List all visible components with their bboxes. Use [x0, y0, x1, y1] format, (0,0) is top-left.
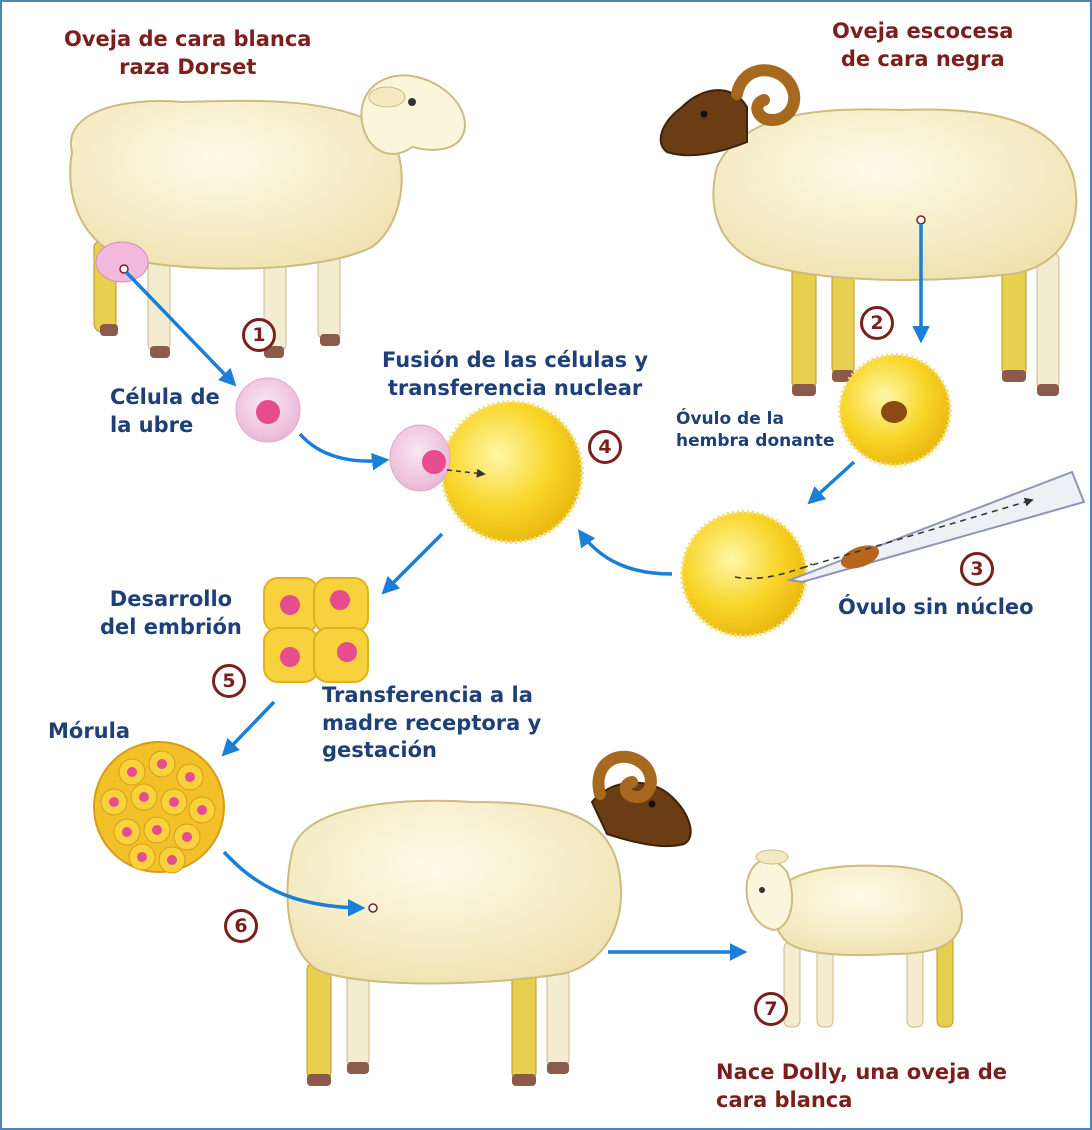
label-dorset-sheep: Oveja de cara blanca raza Dorset	[64, 26, 311, 81]
arrow-enucleated-to-fusion	[580, 532, 672, 574]
donor-egg-illustration	[840, 355, 950, 465]
label-donor-egg: Óvulo de la hembra donante	[676, 408, 834, 453]
dorset-sheep-illustration	[70, 75, 465, 358]
label-transfer-gestation: Transferencia a la madre receptora y ges…	[322, 682, 541, 765]
label-scottish-sheep: Oveja escocesa de cara negra	[832, 18, 1013, 73]
scottish-blackface-sheep-illustration	[661, 70, 1077, 396]
step-2-badge: 2	[860, 306, 894, 340]
step-5-badge: 5	[212, 664, 246, 698]
label-cell-fusion: Fusión de las células y transferencia nu…	[382, 347, 648, 402]
fused-egg-illustration	[390, 402, 582, 542]
step-3-badge: 3	[960, 552, 994, 586]
label-embryo-development: Desarrollo del embrión	[100, 586, 242, 641]
arrow-donor-egg-to-enucleation	[810, 462, 854, 502]
enucleated-egg-illustration	[682, 512, 806, 636]
label-enucleated-egg: Óvulo sin núcleo	[838, 594, 1034, 622]
udder-cell-illustration	[236, 378, 300, 442]
step-1-badge: 1	[242, 318, 276, 352]
arrow-embryo-to-morula	[224, 702, 274, 754]
arrow-cell-to-fusion	[300, 434, 386, 461]
arrow-udder-to-cell	[126, 272, 234, 384]
step-6-badge: 6	[224, 909, 258, 943]
arrow-fusion-to-embryo	[384, 534, 442, 592]
step-7-badge: 7	[754, 992, 788, 1026]
label-udder-cell: Célula de la ubre	[110, 384, 220, 439]
embryo-illustration	[264, 578, 368, 682]
step-4-badge: 4	[588, 430, 622, 464]
label-dolly-born: Nace Dolly, una oveja de cara blanca	[716, 1059, 1007, 1114]
morula-illustration	[94, 742, 224, 873]
recipient-mother-sheep-illustration	[287, 757, 690, 1086]
label-morula: Mórula	[48, 718, 130, 746]
